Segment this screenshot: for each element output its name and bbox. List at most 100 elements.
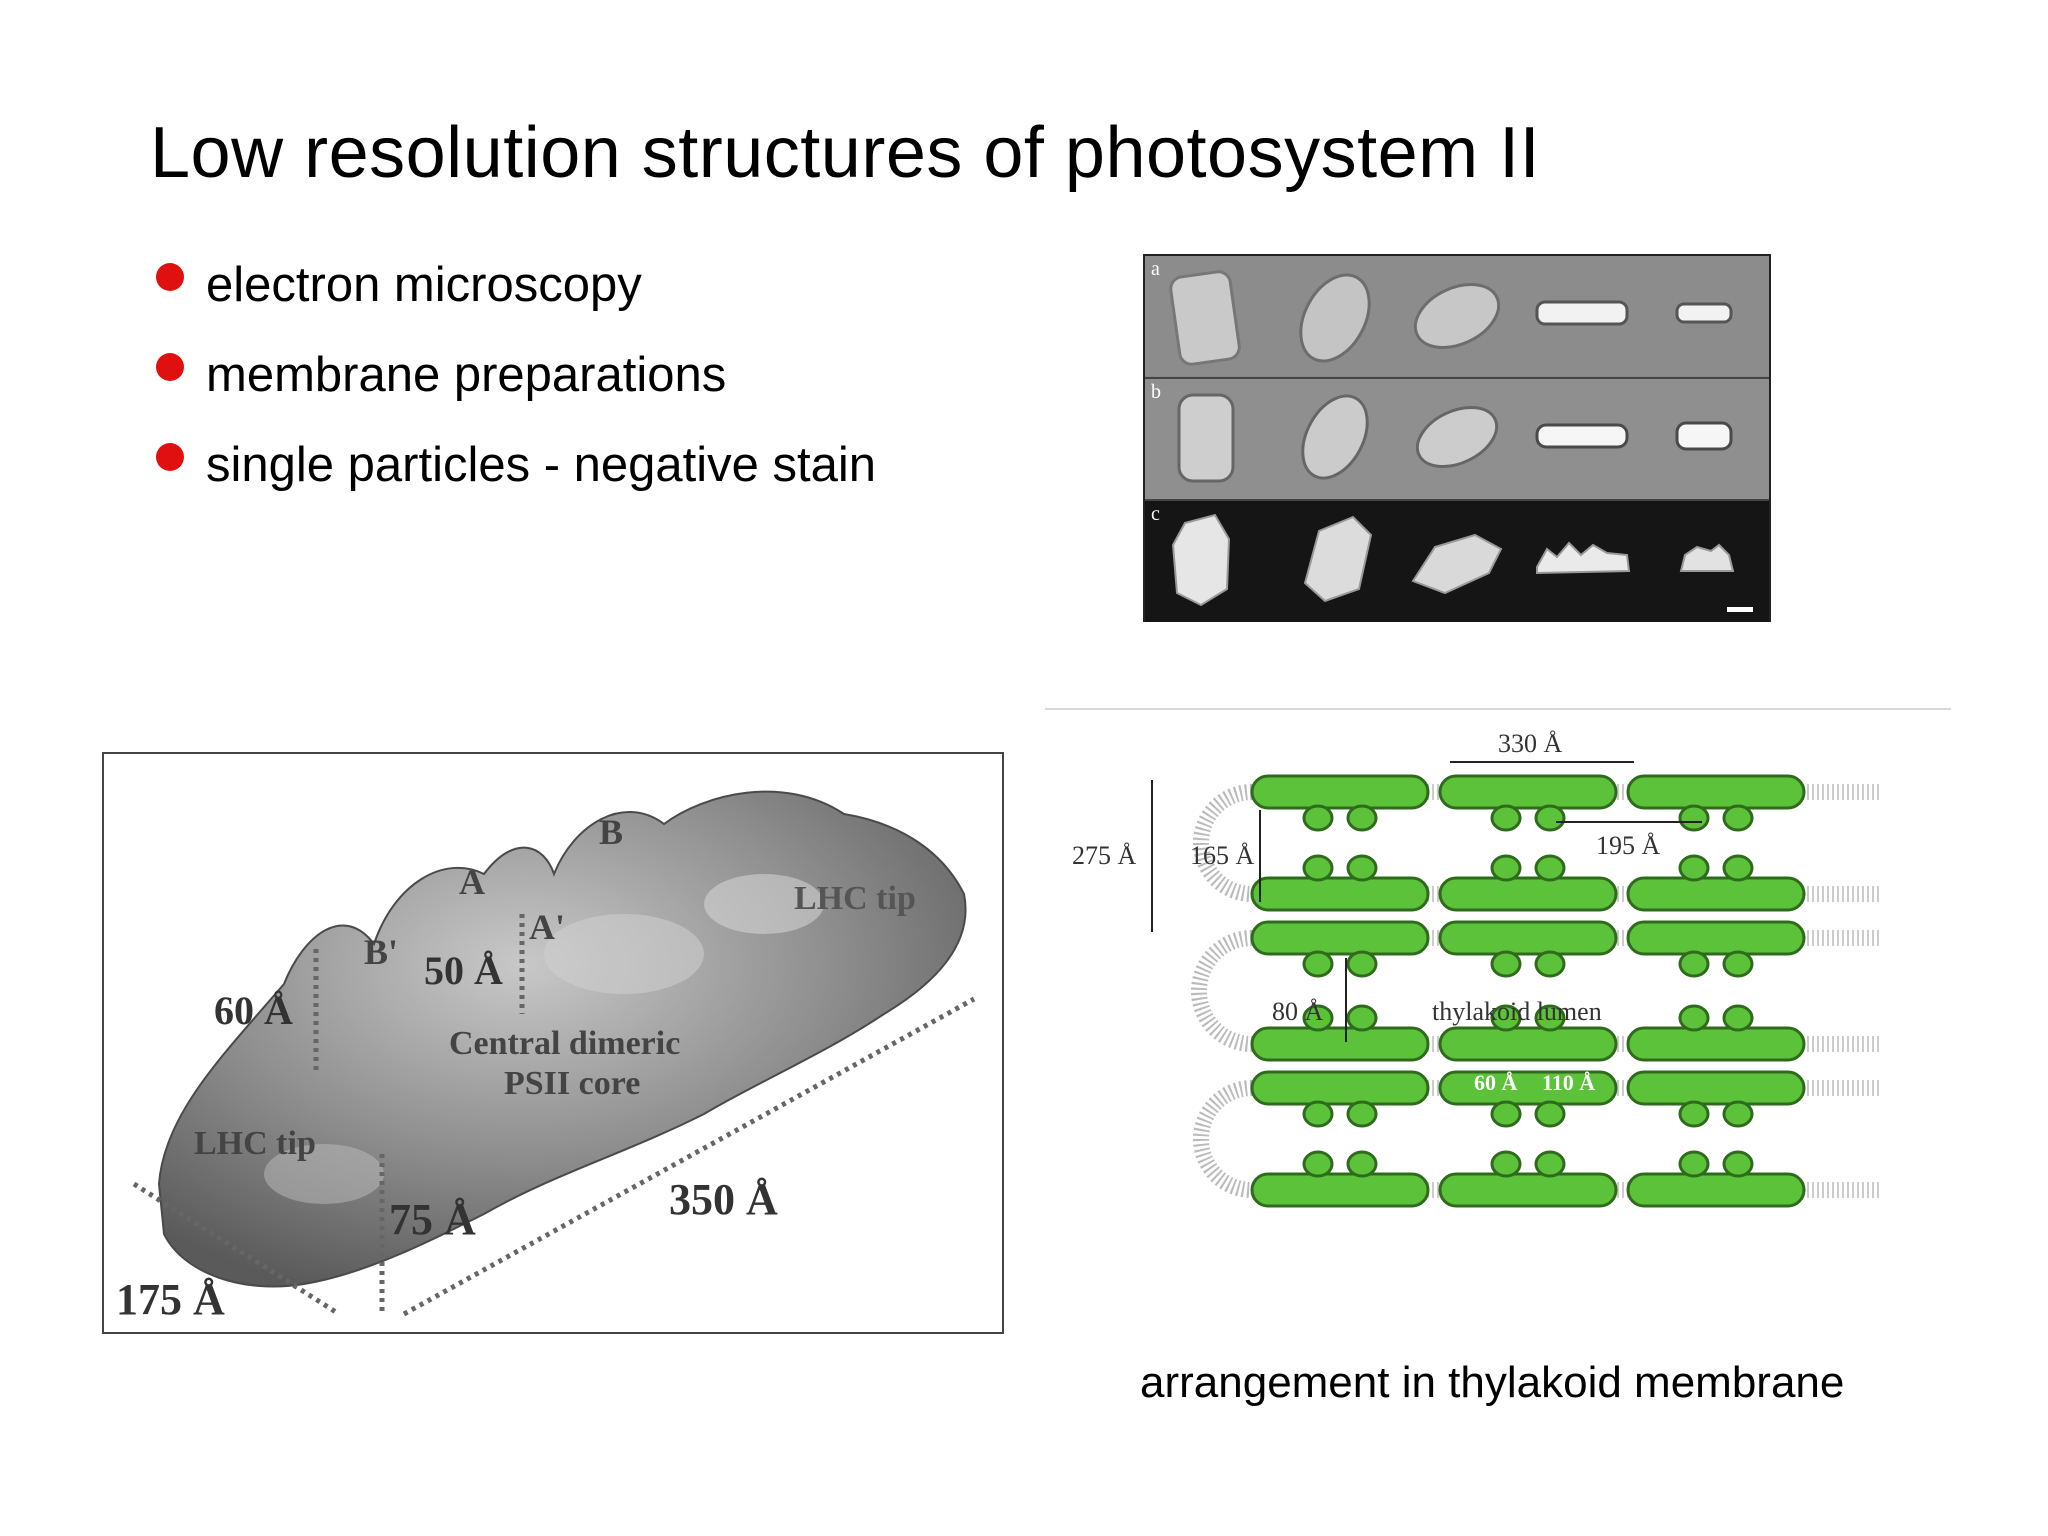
em-row-a: a bbox=[1145, 256, 1769, 376]
label-80: 80 Å bbox=[1272, 997, 1324, 1026]
psii-supercomplex bbox=[1438, 774, 1618, 810]
psii-lumenal-bump bbox=[1490, 1100, 1522, 1128]
em-row-b: b bbox=[1145, 377, 1769, 499]
psii-lumenal-bump bbox=[1534, 804, 1566, 832]
bullet-item: single particles - negative stain bbox=[150, 435, 876, 525]
particle bbox=[1301, 394, 1369, 480]
membrane-rows bbox=[1191, 774, 1882, 1208]
psii-lumenal-bump bbox=[1678, 804, 1710, 832]
label-A: A bbox=[459, 862, 485, 902]
psii-lumenal-bump bbox=[1534, 1004, 1566, 1032]
psii-lumenal-bump bbox=[1346, 1004, 1378, 1032]
psii-lumenal-bump bbox=[1722, 854, 1754, 882]
em-row-label: b bbox=[1151, 381, 1161, 403]
psii-lumenal-bump bbox=[1346, 1100, 1378, 1128]
thylakoid-caption: arrangement in thylakoid membrane bbox=[1140, 1358, 1845, 1407]
model-render bbox=[1411, 533, 1503, 595]
psii-supercomplex bbox=[1250, 876, 1430, 912]
highlight bbox=[544, 914, 704, 994]
psii-supercomplex bbox=[1250, 1026, 1430, 1062]
psii-lumenal-bump bbox=[1490, 1150, 1522, 1178]
psii-lumenal-bump bbox=[1490, 1004, 1522, 1032]
membrane-fold bbox=[1191, 930, 1253, 1052]
membrane-fold bbox=[1193, 1080, 1253, 1198]
label-60: 60 Å bbox=[1474, 1070, 1518, 1095]
particle bbox=[1177, 393, 1235, 483]
label-350: 350 Å bbox=[669, 1175, 778, 1224]
em-row-label: c bbox=[1151, 503, 1160, 525]
psii-supercomplex bbox=[1626, 1026, 1806, 1062]
psii-lumenal-bump bbox=[1722, 950, 1754, 978]
particle bbox=[1299, 273, 1371, 363]
psii-supercomplex bbox=[1250, 1172, 1430, 1208]
psii-lumenal-bump bbox=[1534, 1100, 1566, 1128]
label-B: B bbox=[599, 812, 623, 852]
psii-lumenal-bump bbox=[1722, 804, 1754, 832]
psii-supercomplex bbox=[1438, 920, 1618, 956]
psii-lumenal-bump bbox=[1302, 1100, 1334, 1128]
label-60: 60 Å bbox=[214, 988, 293, 1033]
dim-line-350 bbox=[402, 996, 976, 1317]
psii-supercomplex bbox=[1626, 1070, 1806, 1106]
psii-lumenal-bump bbox=[1490, 854, 1522, 882]
psii-supercomplex bbox=[1438, 1070, 1618, 1106]
psii-lumenal-bump bbox=[1490, 804, 1522, 832]
highlight bbox=[264, 1144, 384, 1204]
psii-supercomplex bbox=[1250, 920, 1430, 956]
psii-3d-model: B A A' B' LHC tip LHC tip Central dimeri… bbox=[116, 790, 976, 1324]
particle bbox=[1675, 421, 1733, 451]
psii-lumenal-bump bbox=[1722, 1004, 1754, 1032]
label-330: 330 Å bbox=[1498, 729, 1563, 758]
highlight bbox=[704, 874, 824, 934]
psii-lumenal-bump bbox=[1722, 1150, 1754, 1178]
bullet-text: single particles - negative stain bbox=[206, 438, 877, 492]
particle bbox=[1415, 405, 1499, 469]
psii-lumenal-bump bbox=[1534, 1150, 1566, 1178]
psii-supercomplex bbox=[1438, 876, 1618, 912]
model-render bbox=[1303, 515, 1373, 603]
label-195: 195 Å bbox=[1596, 831, 1661, 860]
psii-lumenal-bump bbox=[1302, 804, 1334, 832]
bullet-item: membrane preparations bbox=[150, 345, 876, 435]
psii-lumenal-bump bbox=[1490, 950, 1522, 978]
divider-line bbox=[1045, 708, 1951, 710]
em-row-c-models bbox=[1171, 513, 1753, 612]
label-A-prime: A' bbox=[529, 907, 565, 947]
label-50: 50 Å bbox=[424, 948, 503, 993]
thylakoid-diagram: 330 Å 275 Å 165 Å 195 Å 80 Å thylakoid l… bbox=[1072, 729, 1882, 1208]
em-row-a-particles bbox=[1169, 270, 1733, 366]
label-165: 165 Å bbox=[1190, 841, 1255, 870]
bullet-text: electron microscopy bbox=[206, 258, 642, 312]
psii-lumenal-bump bbox=[1302, 1150, 1334, 1178]
bullet-item: electron microscopy bbox=[150, 255, 876, 345]
psii-supercomplex bbox=[1626, 1172, 1806, 1208]
scale-bar bbox=[1727, 607, 1753, 612]
psii-supercomplex bbox=[1438, 1026, 1618, 1062]
bullet-dot-icon bbox=[156, 263, 184, 291]
label-core-line2: PSII core bbox=[504, 1065, 640, 1102]
bullet-dot-icon bbox=[156, 443, 184, 471]
label-lumen: thylakoid lumen bbox=[1432, 997, 1602, 1026]
label-B-prime: B' bbox=[364, 932, 398, 972]
particle bbox=[1675, 302, 1733, 324]
bullet-list: electron microscopy membrane preparation… bbox=[150, 255, 876, 525]
thylakoid-arrangement-panel: 330 Å 275 Å 165 Å 195 Å 80 Å thylakoid l… bbox=[1062, 720, 1902, 1290]
psii-lumenal-bump bbox=[1346, 804, 1378, 832]
label-lhc-tip-right: LHC tip bbox=[794, 880, 916, 917]
psii-supercomplex bbox=[1250, 1070, 1430, 1106]
psii-lumenal-bump bbox=[1302, 854, 1334, 882]
label-lhc-tip-left: LHC tip bbox=[194, 1125, 316, 1162]
psii-supercomplex bbox=[1438, 1172, 1618, 1208]
label-75: 75 Å bbox=[389, 1195, 476, 1244]
particle bbox=[1413, 283, 1501, 349]
model-render bbox=[1536, 541, 1631, 575]
psii-supercomplex bbox=[1626, 876, 1806, 912]
psii-lumenal-bump bbox=[1678, 854, 1710, 882]
label-275: 275 Å bbox=[1072, 841, 1137, 870]
psii-3d-model-panel: B A A' B' LHC tip LHC tip Central dimeri… bbox=[102, 752, 1004, 1334]
label-110: 110 Å bbox=[1542, 1070, 1595, 1095]
bullet-text: membrane preparations bbox=[206, 348, 727, 402]
em-row-b-particles bbox=[1177, 393, 1733, 483]
psii-lumenal-bump bbox=[1534, 854, 1566, 882]
particle bbox=[1535, 300, 1629, 326]
